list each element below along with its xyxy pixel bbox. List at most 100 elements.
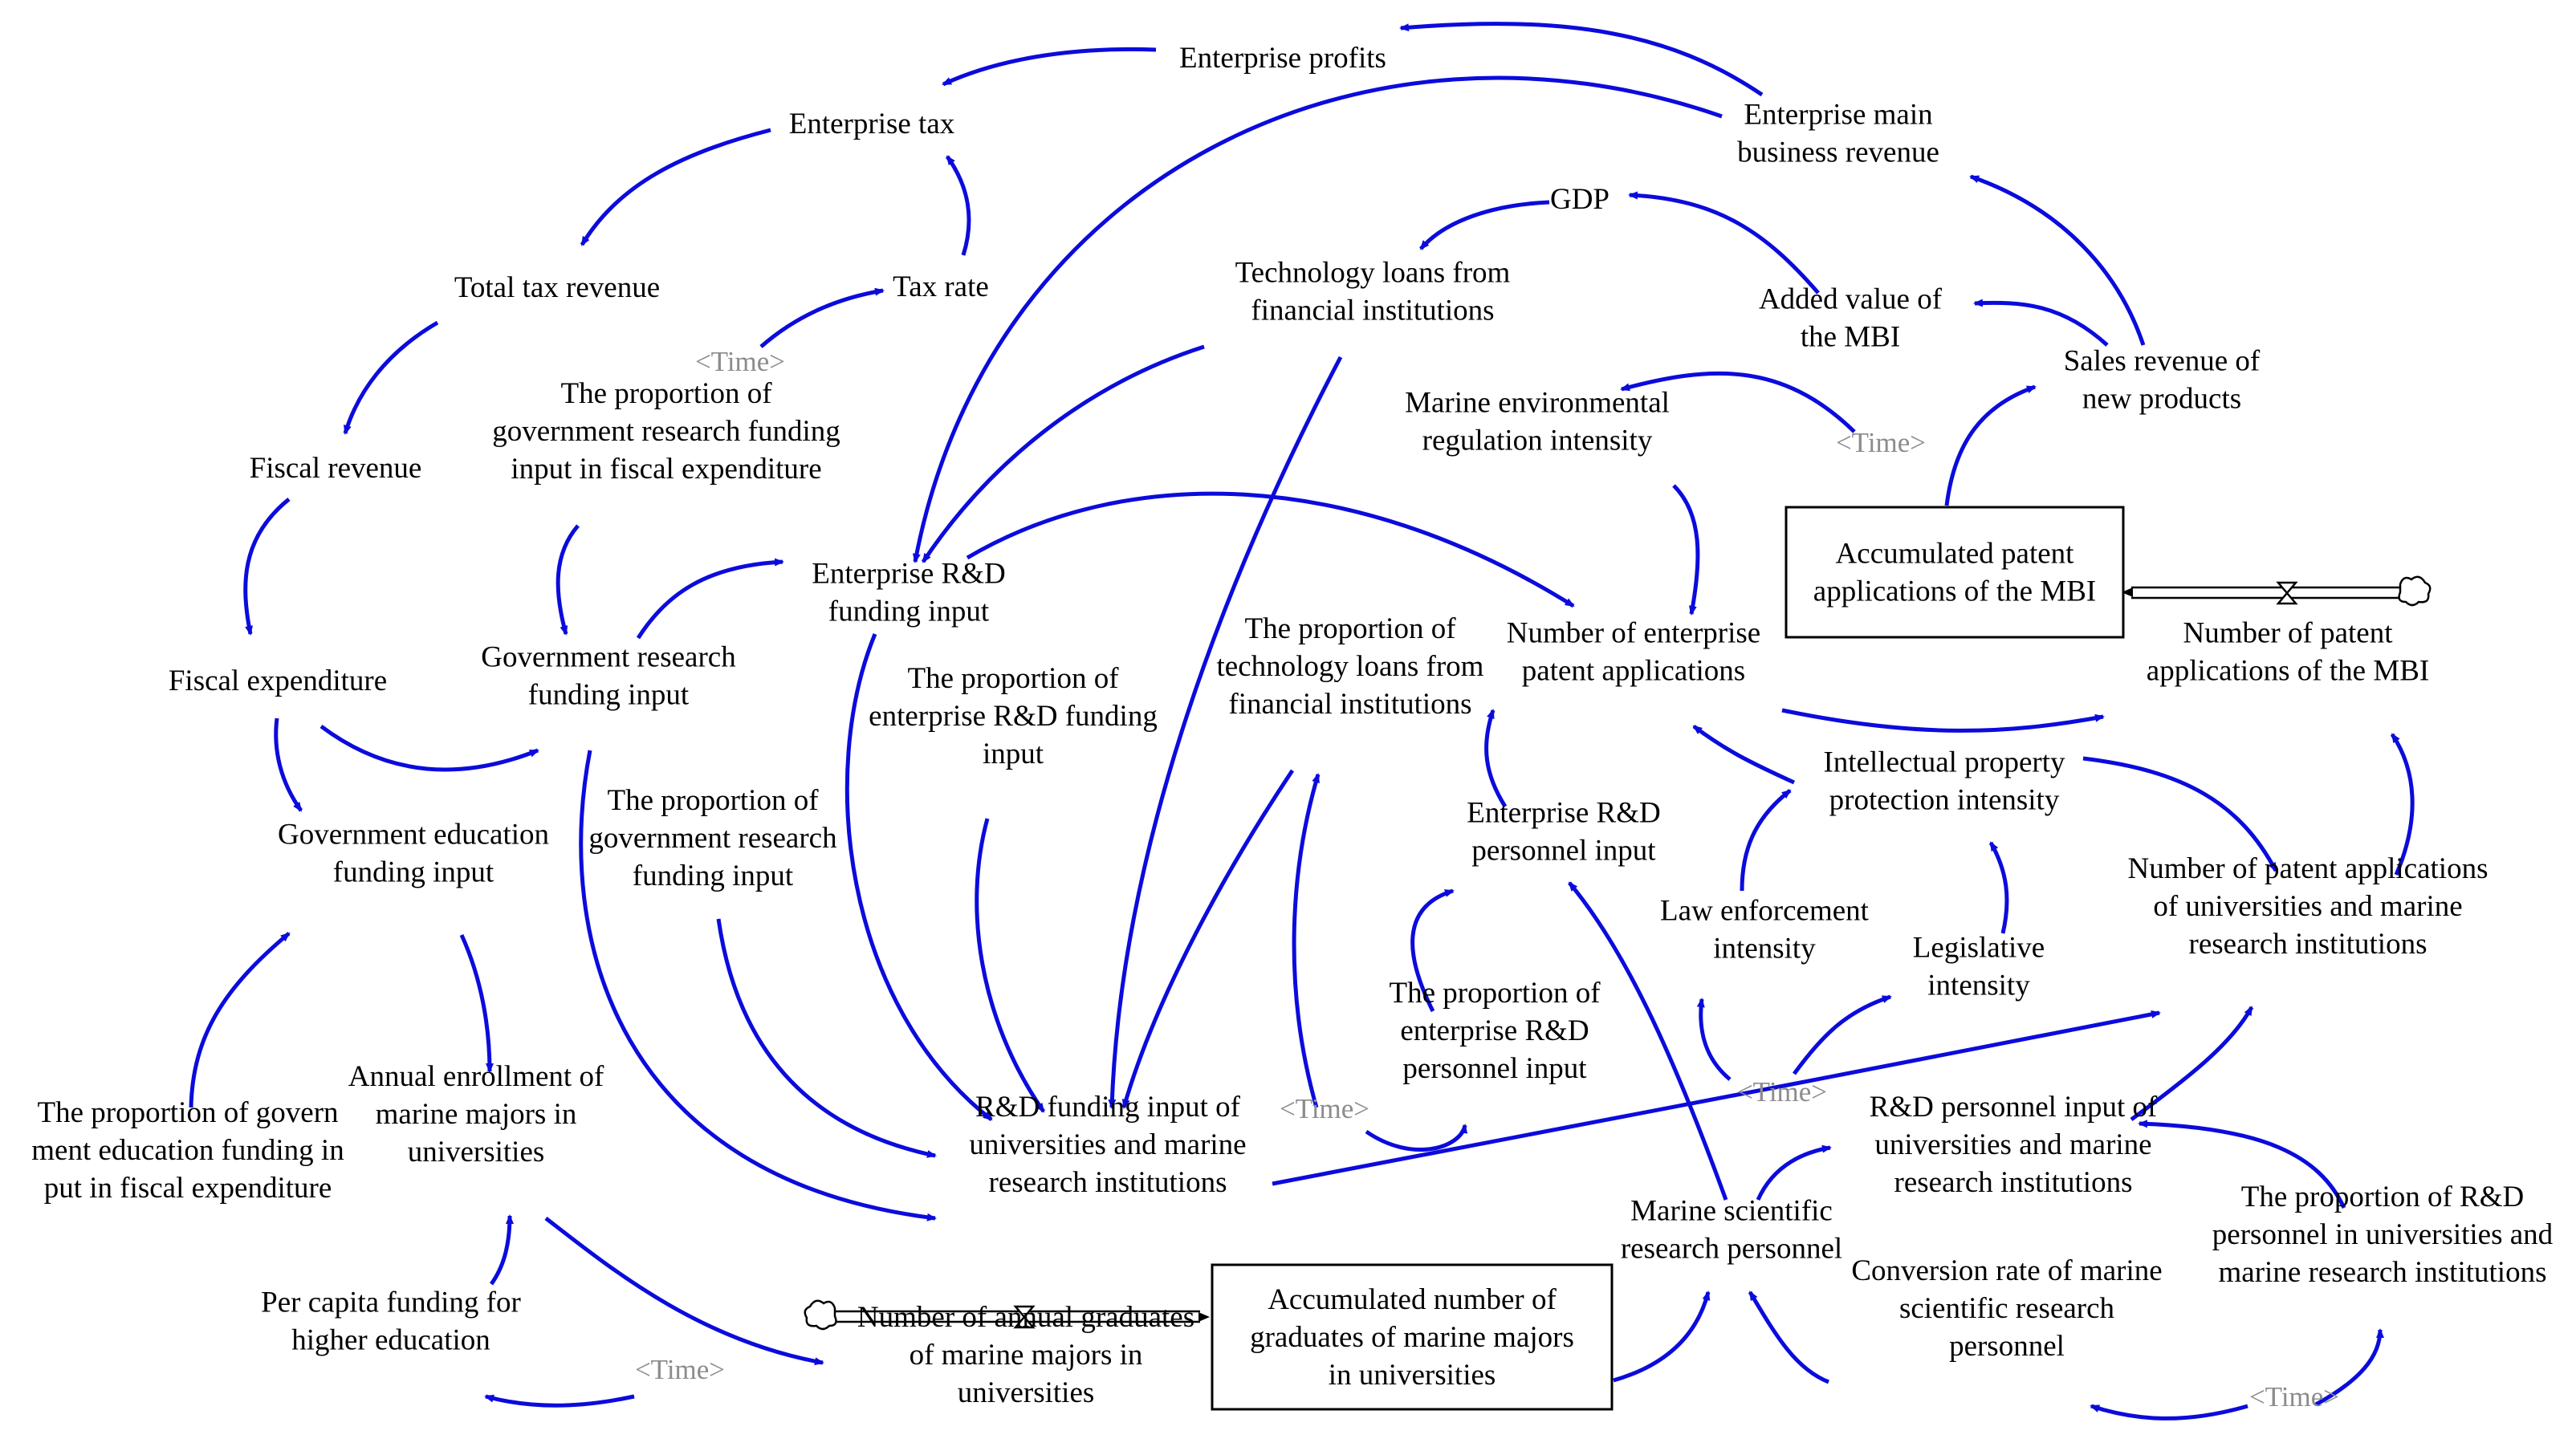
link-university-patents-to-mbi-patents — [2390, 733, 2415, 876]
var-gov-education-funding[interactable]: Government education funding input — [278, 819, 549, 889]
label-line: the MBI — [1801, 321, 1900, 354]
label-line: research personnel — [1621, 1233, 1842, 1266]
link-edu-to-enrollment — [459, 933, 494, 1073]
label-line: new products — [2082, 383, 2241, 416]
graduate-flow-valve — [1013, 1305, 1036, 1329]
label-line: universities and marine — [1874, 1128, 2151, 1161]
time-shadow-per-capita[interactable]: <Time> — [635, 1354, 725, 1385]
label-line: Enterprise R&D — [1467, 797, 1660, 830]
link-enterprise-rd-to-patents — [966, 491, 1575, 608]
stock-accumulated-patents[interactable] — [1784, 506, 2125, 639]
link-rd-personnel-universities-to-patents — [2130, 1006, 2254, 1122]
label-line: Legislative — [1913, 932, 2045, 965]
label-line: government research funding — [492, 415, 840, 448]
label-line: funding input — [333, 856, 494, 889]
var-enterprise-profits[interactable]: Enterprise profits — [1179, 42, 1386, 75]
link-conversion-to-scientific-personnel — [1748, 1290, 1829, 1384]
label-line: personnel input — [1402, 1052, 1587, 1085]
link-time-to-legislative — [1792, 994, 1892, 1075]
link-env-regulation-to-patents — [1672, 484, 1700, 616]
var-rd-personnel-universities[interactable]: R&D personnel input of universities and m… — [1870, 1091, 2158, 1199]
label-line: research institutions — [1894, 1166, 2133, 1199]
label-line: in universities — [1329, 1359, 1496, 1392]
link-enterprise-rd-personnel-to-patents — [1484, 709, 1508, 808]
var-marine-scientific-personnel[interactable]: Marine scientific research personnel — [1621, 1195, 1842, 1266]
label-line: Marine scientific — [1630, 1195, 1833, 1228]
link-time-to-conversion — [2090, 1404, 2248, 1421]
link-proportion-enterprise-rd-to-rd-funding-universities — [975, 818, 1046, 1113]
label-line: Sales revenue of — [2064, 345, 2261, 378]
var-sales-revenue-new-products[interactable]: Sales revenue of new products — [2064, 345, 2261, 416]
var-tax-rate[interactable]: Tax rate — [893, 270, 989, 303]
label-line: intensity — [1713, 933, 1816, 965]
time-shadow-conversion[interactable]: <Time> — [2249, 1381, 2339, 1412]
link-expenditure-to-edu — [274, 717, 303, 812]
label-line: Enterprise main — [1744, 99, 1932, 132]
label-line: put in fiscal expenditure — [44, 1172, 332, 1205]
link-revenue-to-enterprise-rd — [912, 75, 1723, 563]
link-proportion-edu-to-edu — [189, 932, 291, 1108]
label-line: The proportion of R&D — [2241, 1181, 2524, 1213]
label-line: universities and marine — [969, 1128, 1246, 1161]
time-shadow-regulation[interactable]: <Time> — [1836, 427, 1926, 458]
link-proportion-to-gov-research — [555, 524, 580, 636]
label-line: funding input — [828, 595, 990, 628]
label-line: universities — [408, 1136, 545, 1169]
label-line: Number of patent applications — [2127, 852, 2488, 885]
label-line: patent applications — [1522, 655, 1745, 688]
label-line: Government education — [278, 819, 549, 851]
time-shadow-proportion-personnel[interactable]: <Time> — [1280, 1093, 1369, 1124]
label-line: marine majors in — [376, 1098, 577, 1131]
label-line: funding input — [528, 679, 690, 712]
link-loans-to-enterprise-rd — [921, 344, 1205, 563]
label-line: Enterprise tax — [789, 108, 955, 140]
var-fiscal-expenditure[interactable]: Fiscal expenditure — [169, 665, 387, 697]
time-shadow-tax-rate[interactable]: <Time> — [695, 346, 785, 377]
var-fiscal-revenue[interactable]: Fiscal revenue — [250, 452, 422, 485]
stock-accumulated-graduates[interactable] — [1211, 1263, 1614, 1411]
time-shadow-ip[interactable]: <Time> — [1737, 1076, 1827, 1108]
label-line: technology loans from — [1217, 650, 1484, 683]
label-line: business revenue — [1737, 136, 1939, 169]
patent-flow-valve — [2276, 581, 2298, 605]
var-total-tax-revenue[interactable]: Total tax revenue — [454, 271, 660, 304]
link-revenue-to-profits — [1399, 22, 1764, 97]
causal-links — [189, 22, 2415, 1421]
link-tax-to-total-tax — [580, 128, 771, 246]
label-line: enterprise R&D funding — [869, 700, 1158, 733]
link-percapita-to-enrollment — [489, 1214, 514, 1286]
var-gdp[interactable]: GDP — [1550, 183, 1609, 216]
link-law-to-ip — [1740, 789, 1792, 892]
var-enterprise-tax[interactable]: Enterprise tax — [789, 108, 955, 140]
label-line: input in fiscal expenditure — [511, 453, 821, 486]
link-expenditure-to-gov-research — [319, 724, 539, 772]
var-enterprise-main-business-revenue[interactable]: Enterprise main business revenue — [1737, 99, 1939, 169]
label-line: Enterprise profits — [1179, 42, 1386, 75]
label-line: Per capita funding for — [261, 1286, 521, 1319]
label-line: R&D personnel input of — [1870, 1091, 2158, 1124]
